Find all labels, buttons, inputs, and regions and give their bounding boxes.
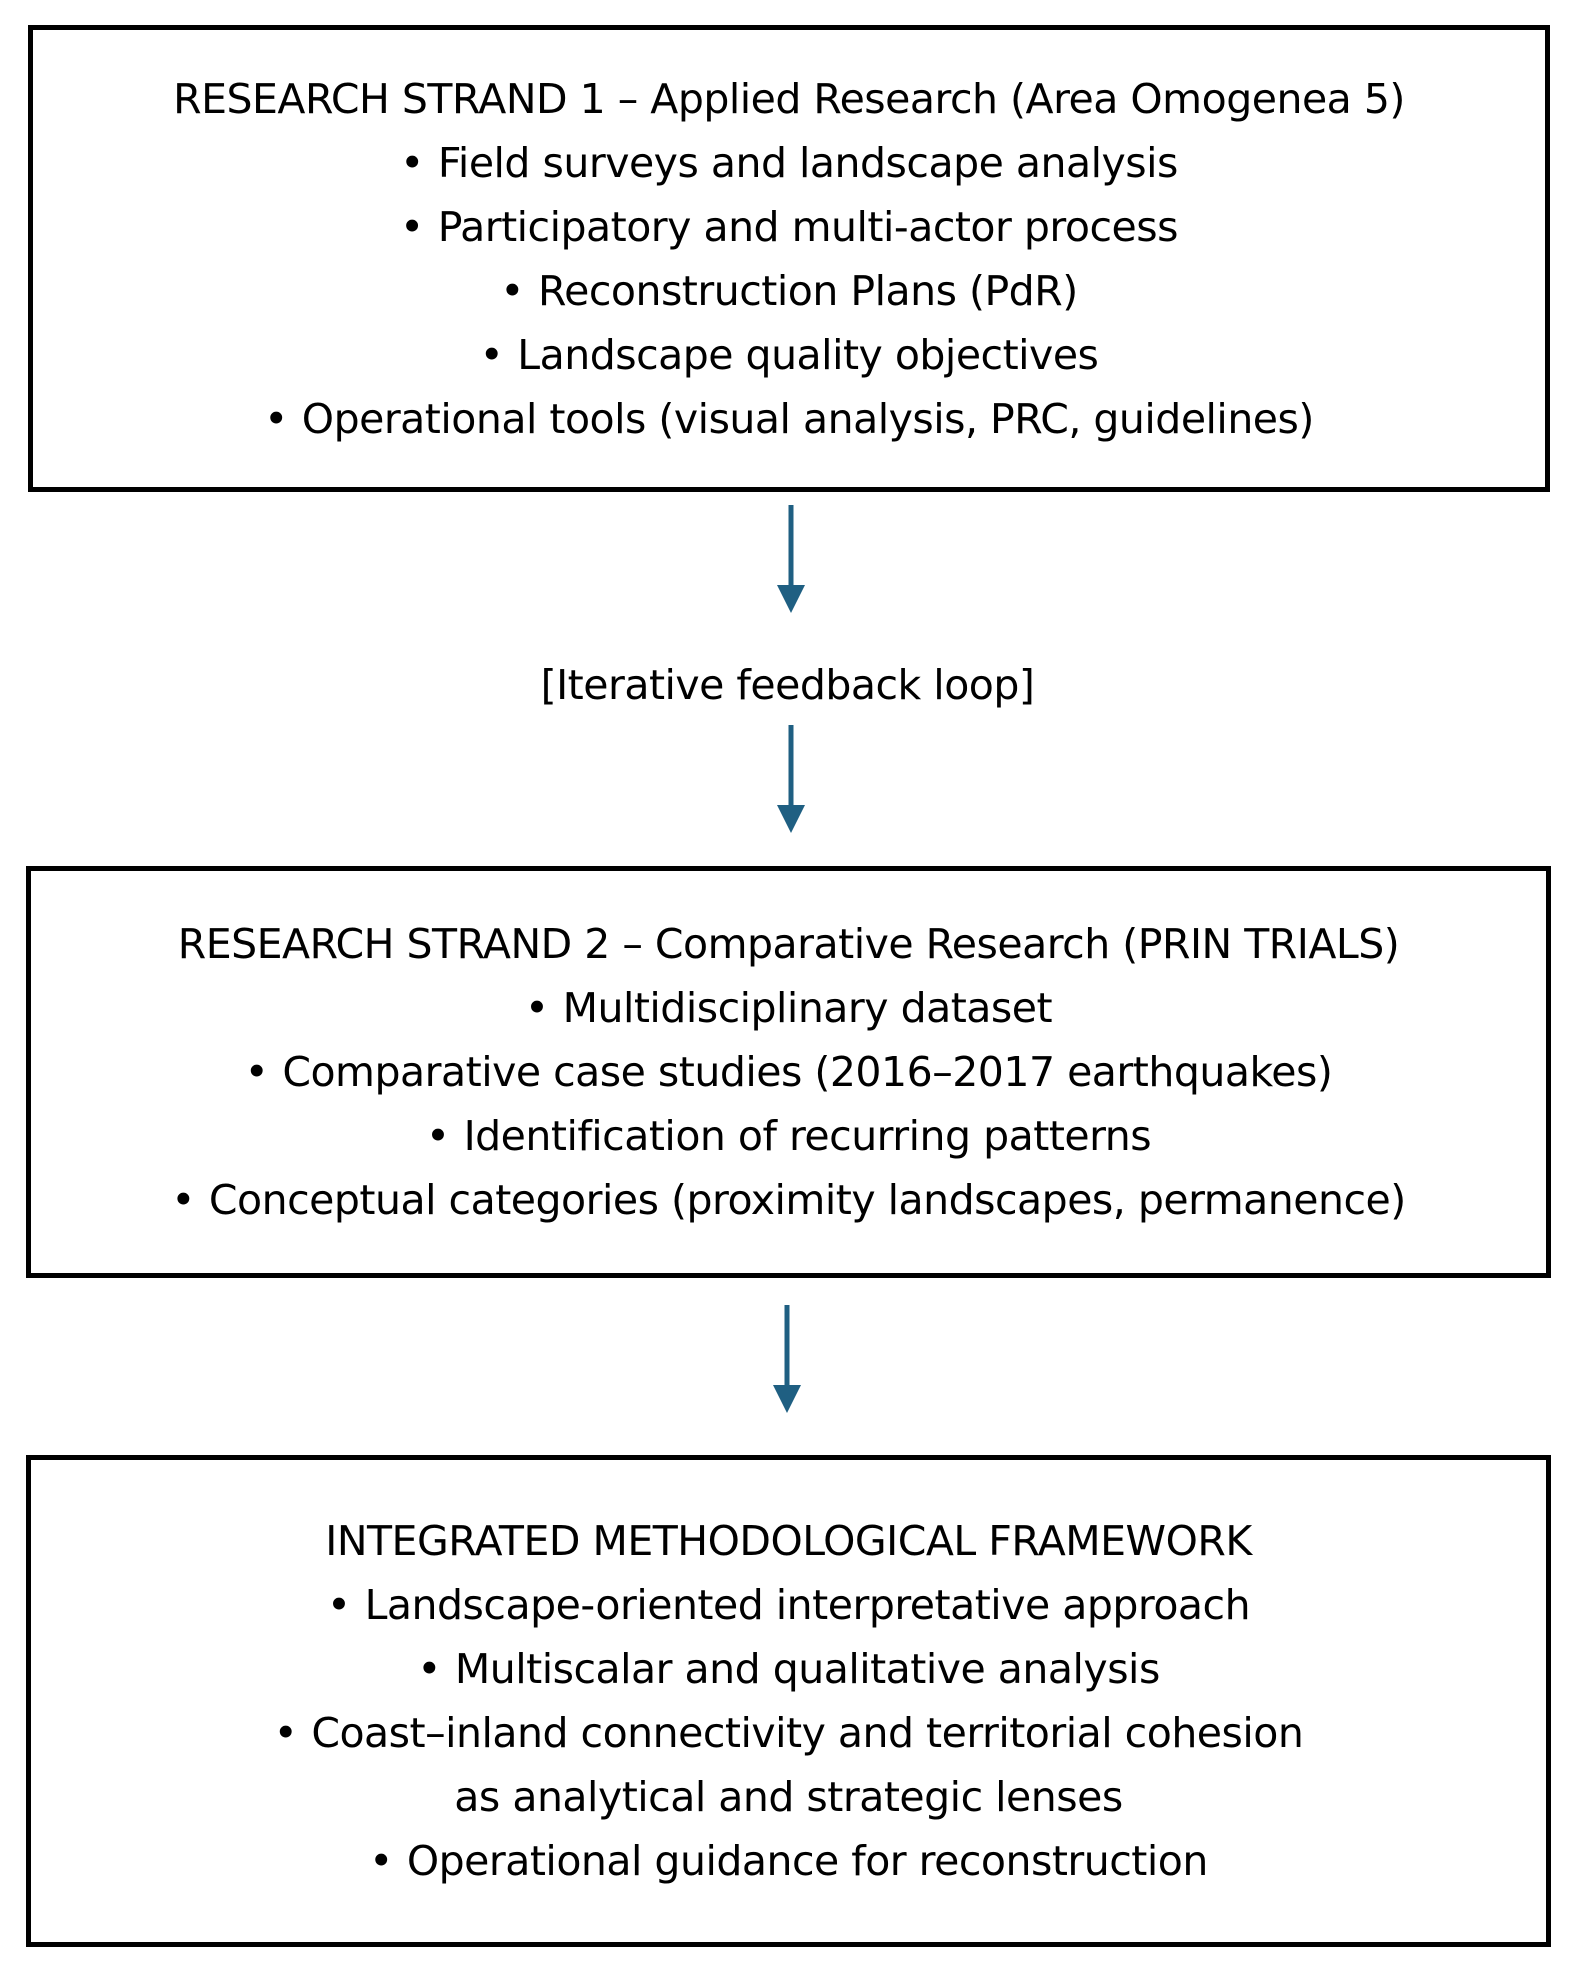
integrated-framework-box: INTEGRATED METHODOLOGICAL FRAMEWORK •Lan… (26, 1455, 1551, 1947)
research-strand-1-box: RESEARCH STRAND 1 – Applied Research (Ar… (28, 25, 1550, 492)
framework-title: INTEGRATED METHODOLOGICAL FRAMEWORK (325, 1517, 1252, 1565)
arrow-down-icon (777, 505, 805, 613)
strand-1-item: •Operational tools (visual analysis, PRC… (264, 394, 1314, 443)
bullet-icon: • (417, 1645, 441, 1693)
bullet-icon: • (326, 1581, 351, 1629)
bullet-icon: • (479, 330, 504, 379)
strand-2-item: •Conceptual categories (proximity landsc… (171, 1176, 1406, 1224)
arrow-down-icon (777, 725, 805, 833)
bullet-icon: • (400, 202, 424, 251)
bullet-icon: • (264, 394, 288, 443)
bullet-icon: • (425, 1112, 450, 1160)
bullet-icon: • (400, 138, 424, 187)
strand-2-title: RESEARCH STRAND 2 – Comparative Research… (177, 920, 1400, 968)
bullet-icon: • (171, 1176, 195, 1224)
bullet-icon: • (273, 1709, 298, 1757)
strand-1-item: •Participatory and multi-actor process (400, 202, 1178, 251)
research-strand-2-box: RESEARCH STRAND 2 – Comparative Research… (26, 866, 1551, 1278)
strand-1-item: •Reconstruction Plans (PdR) (500, 266, 1078, 315)
strand-1-item: •Landscape quality objectives (479, 330, 1099, 379)
strand-2-item: •Identification of recurring patterns (425, 1112, 1152, 1160)
strand-1-item: •Field surveys and landscape analysis (400, 138, 1178, 187)
framework-item: •Landscape-oriented interpretative appro… (326, 1581, 1251, 1629)
bullet-icon: • (244, 1048, 269, 1096)
framework-item-continuation: as analytical and strategic lenses (454, 1773, 1123, 1821)
bullet-icon: • (524, 984, 549, 1032)
arrow-down-icon (773, 1305, 801, 1413)
feedback-loop-label: [Iterative feedback loop] (540, 661, 1035, 709)
strand-1-title: RESEARCH STRAND 1 – Applied Research (Ar… (173, 74, 1405, 123)
framework-item: •Operational guidance for reconstruction (369, 1837, 1208, 1885)
framework-item: •Multiscalar and qualitative analysis (417, 1645, 1160, 1693)
strand-2-item: •Comparative case studies (2016–2017 ear… (244, 1048, 1333, 1096)
bullet-icon: • (500, 266, 524, 315)
bullet-icon: • (369, 1837, 393, 1885)
framework-item: •Coast–inland connectivity and territori… (274, 1701, 1304, 1829)
strand-2-item: •Multidisciplinary dataset (524, 984, 1053, 1032)
